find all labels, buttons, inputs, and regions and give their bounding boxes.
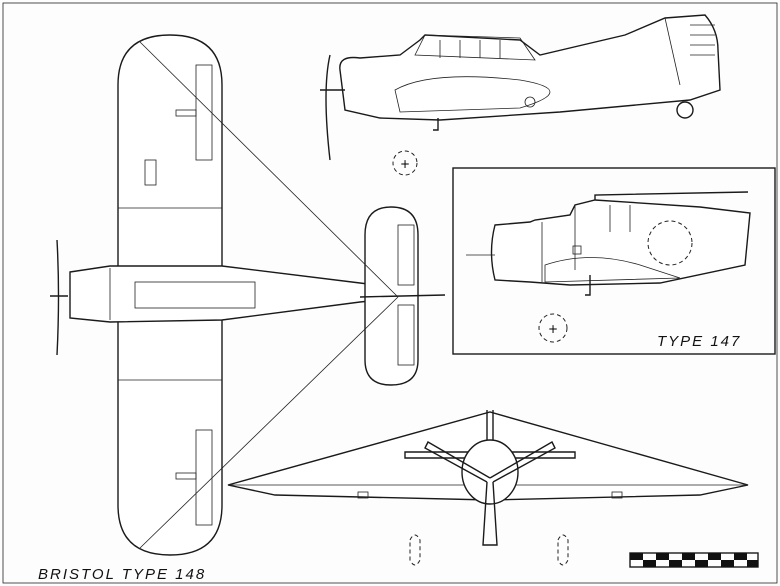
plan-view xyxy=(50,34,446,556)
front-view xyxy=(227,410,749,566)
plan-fuselage xyxy=(69,265,401,323)
side-view: + xyxy=(320,14,721,176)
scale-bar xyxy=(629,552,759,568)
svg-text:+: + xyxy=(548,322,558,336)
propeller-front xyxy=(424,441,556,546)
inset-label: TYPE 147 xyxy=(657,333,742,350)
drawing-title: BRISTOL TYPE 148 xyxy=(38,566,207,583)
wheel-dash-circle xyxy=(392,150,418,176)
propeller-plan xyxy=(50,239,68,356)
inset-type-147: + xyxy=(452,167,776,355)
side-fuselage xyxy=(339,14,721,121)
svg-text:+: + xyxy=(400,157,410,171)
propeller-side xyxy=(320,54,345,161)
